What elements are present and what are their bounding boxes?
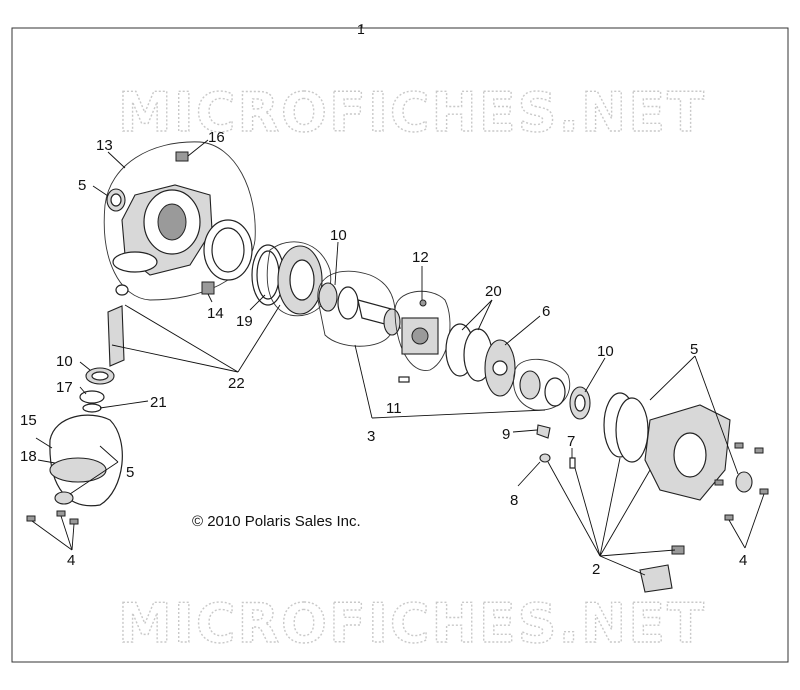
- seal-ring-b: [615, 397, 649, 463]
- seal-5-right: [735, 471, 753, 493]
- sensor-8: [539, 453, 551, 463]
- end-cover-bore: [673, 432, 707, 478]
- seal-5-left-inner: [110, 193, 122, 207]
- callout-11: 11: [386, 400, 402, 417]
- callout-10-center: 10: [330, 227, 347, 244]
- callout-5-right: 5: [690, 341, 698, 358]
- clip-9: [536, 424, 551, 439]
- callout-4-right: 4: [739, 552, 747, 569]
- callout-7: 7: [567, 433, 575, 450]
- bolts-left: [26, 510, 79, 525]
- bearing-10-left-inner: [91, 371, 109, 381]
- bolts-right: [714, 442, 769, 521]
- watermark-top: MICROFICHES.NET: [118, 81, 706, 144]
- callout-19: 19: [236, 313, 253, 330]
- pin-11: [398, 376, 410, 383]
- callout-15: 15: [20, 412, 37, 429]
- seal-5-lower: [54, 491, 74, 505]
- callout-2: 2: [592, 561, 600, 578]
- callout-17: 17: [56, 379, 73, 396]
- actuator-2b: [639, 564, 673, 593]
- washer-22: [115, 284, 129, 296]
- copyright-notice: © 2010 Polaris Sales Inc.: [192, 513, 361, 530]
- callout-21: 21: [150, 394, 167, 411]
- callout-5-top-left: 5: [78, 177, 86, 194]
- watermark-bottom: MICROFICHES.NET: [118, 592, 706, 655]
- pinion-shaft: [107, 305, 125, 367]
- callout-10-right: 10: [597, 343, 614, 360]
- output-gear-group: [513, 358, 570, 411]
- plug-14: [201, 281, 215, 295]
- callout-9: 9: [502, 426, 510, 443]
- callout-20: 20: [485, 283, 502, 300]
- callout-8: 8: [510, 492, 518, 509]
- ring-gear: [251, 241, 332, 317]
- callout-13: 13: [96, 137, 113, 154]
- callout-22: 22: [228, 375, 245, 392]
- shim-17: [79, 390, 105, 404]
- callout-18: 18: [20, 448, 37, 465]
- leader-lines: [31, 139, 765, 576]
- callout-14: 14: [207, 305, 224, 322]
- lower-housing-flange: [49, 457, 107, 483]
- callout-4-left: 4: [67, 552, 75, 569]
- callout-3: 3: [367, 428, 375, 445]
- callout-6: 6: [542, 303, 550, 320]
- assembly-callout: 1: [357, 21, 365, 37]
- shim-21: [82, 403, 102, 413]
- callout-16: 16: [208, 129, 225, 146]
- bearing-shaft-group: [317, 270, 401, 347]
- plug-16: [175, 151, 189, 162]
- main-housing: [103, 141, 256, 301]
- diagram-frame: [11, 27, 789, 663]
- bearing-10-right-inner: [574, 394, 586, 412]
- callout-12: 12: [412, 249, 429, 266]
- cage: [394, 290, 451, 371]
- callout-5-lower: 5: [126, 464, 134, 481]
- pin-7: [569, 457, 576, 469]
- callout-10-left: 10: [56, 353, 73, 370]
- plate-6-hub: [492, 360, 508, 376]
